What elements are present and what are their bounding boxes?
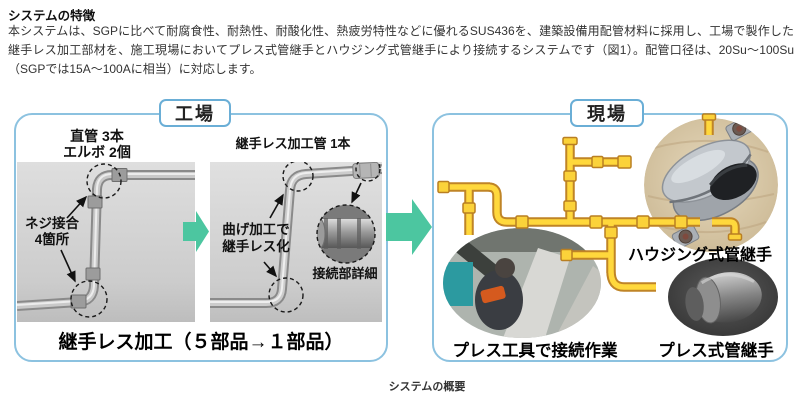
transfer-arrow-icon bbox=[386, 199, 432, 255]
annotation-arrows bbox=[60, 195, 88, 283]
bent-pipe-image bbox=[210, 164, 382, 308]
screw-joint-annotation: ネジ接合 4箇所 bbox=[25, 216, 79, 247]
press-work-label: プレス工具で接続作業 bbox=[452, 342, 618, 360]
housing-fitting-label: ハウジング式管継手 bbox=[627, 247, 772, 264]
threaded-couplings bbox=[70, 168, 128, 309]
page-title: システムの特徴 bbox=[8, 9, 96, 23]
jointless-pipe-label: 継手レス加工管 1本 bbox=[235, 136, 351, 151]
after-photo bbox=[210, 162, 382, 322]
dashed-callout-circles bbox=[268, 162, 381, 313]
annotation-arrows bbox=[263, 182, 362, 278]
detail-annotation: 接続部詳細 bbox=[312, 266, 378, 281]
press-fitting-photo bbox=[668, 258, 778, 336]
process-arrow-icon bbox=[183, 211, 209, 252]
machine-part bbox=[443, 262, 473, 306]
factory-badge: 工場 bbox=[159, 99, 231, 127]
straight-pipe-label: 直管 3本 エルボ 2個 bbox=[63, 128, 131, 160]
before-photo bbox=[17, 162, 195, 322]
press-end-fitting bbox=[352, 162, 380, 179]
figure-caption: システムの概要 bbox=[388, 381, 466, 393]
site-badge: 現場 bbox=[570, 99, 644, 127]
bend-annotation: 曲げ加工で 継手レス化 bbox=[222, 222, 290, 254]
factory-caption: 継手レス加工（５部品→１部品） bbox=[58, 332, 344, 353]
press-work-photo bbox=[443, 228, 601, 338]
connection-detail-inset bbox=[317, 205, 375, 263]
dashed-callout-circles bbox=[70, 163, 122, 318]
housing-fitting-photo bbox=[644, 118, 778, 252]
press-fitting-label: プレス式管継手 bbox=[658, 342, 774, 360]
body-text: 本システムは、SGPに比べて耐腐食性、耐熱性、耐酸化性、熱疲労特性などに優れるS… bbox=[8, 24, 794, 76]
